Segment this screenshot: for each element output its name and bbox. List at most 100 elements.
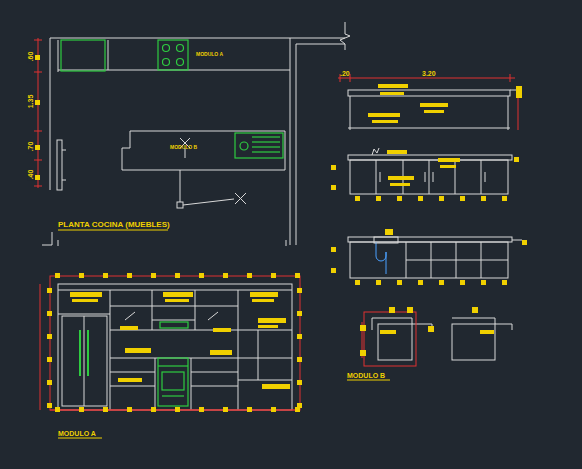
dimension-tick [47,334,52,339]
text-placeholder [480,330,494,334]
dimension-tick [55,273,60,278]
dimension-tick [199,407,204,412]
dimension-tick [376,196,381,201]
electrical-symbol [177,202,183,208]
dimension-tick [127,407,132,412]
stove-elevation [158,358,188,406]
title-underline [58,230,168,231]
text-placeholder [258,318,286,323]
dimension-line [510,74,511,82]
section-symbol [58,240,59,246]
dimension-tick [47,380,52,385]
dimension-line [34,72,42,73]
stove-elevation [162,395,184,396]
dimension-tick [199,273,204,278]
text-placeholder [70,292,102,297]
dimension-line [362,312,416,366]
module-a-elevation [238,290,239,410]
drawing-label: 3.20 [422,70,436,77]
wall [296,44,345,45]
cabinet-elevation [429,160,430,194]
dimension-tick [297,380,302,385]
wall [50,38,290,39]
fridge-elevation [62,316,107,406]
dimension-tick [295,273,300,278]
wall [296,44,297,245]
cabinet-elevation [481,160,482,194]
dimension-tick [460,280,465,285]
wall [50,38,51,190]
text-placeholder [262,384,290,389]
stove-plan [177,45,184,52]
island [122,148,285,170]
title-underline [58,230,390,438]
dimension-line [40,276,300,410]
text-placeholder [385,229,393,235]
dimension-tick [397,196,402,201]
dimension-tick [151,407,156,412]
stove-elevation [162,372,184,390]
drawing-label: MODULO B [347,372,385,379]
dimension-line [34,131,42,132]
cabinet-elevation [425,172,426,182]
drawing-label: MODULO B [170,145,197,150]
text-placeholder [368,84,522,123]
dimension-tick [35,100,40,105]
dimension-tick [376,280,381,285]
module-a-elevation [238,380,292,381]
dimension-text: 1.35 [28,93,35,109]
dimension-tick [247,273,252,278]
counter [62,180,66,181]
stove-elevation [160,322,188,328]
drawing-label: MODULO A [58,430,96,437]
dimension-text: .60 [27,50,34,62]
dimension-tick [331,247,336,252]
sink-plan [235,133,283,158]
module-a-elevation [152,290,153,330]
electrical-symbol [235,193,246,204]
text-placeholder [258,325,278,328]
module-a-elevation [191,358,192,410]
dimension-tick [481,280,486,285]
text-placeholder [438,158,460,162]
text-placeholder [387,150,460,186]
text-placeholder [163,292,193,297]
dimension-tick [297,334,302,339]
cabinet-section [512,240,522,241]
dimension-line [34,40,42,41]
counter [108,40,109,70]
dimension-tick [397,280,402,285]
section-symbol [286,240,287,246]
dimension-tick [297,311,302,316]
module-a-elevation [258,330,259,380]
dimension-line [338,78,515,79]
sink-plan [240,142,248,150]
module-a-elevation [110,290,111,410]
text-placeholder [424,110,444,113]
dimension-line [34,38,42,188]
module-a-elevation [125,312,218,320]
drawing-label: MODULO A [196,52,223,57]
cabinet-elevation [380,172,381,182]
text-placeholder [372,120,398,123]
electrical-symbol [183,199,234,205]
text-placeholder [210,350,232,355]
cabinet-elevation [348,148,512,194]
title-underline [58,438,102,439]
module-a-elevation [191,372,238,373]
shelf-elevation [348,90,520,130]
dimension-tick [418,196,423,201]
cabinet-section [348,237,522,278]
dimension-line [50,276,300,410]
text-placeholder [428,326,434,332]
text-placeholder [165,299,189,302]
stove-plan [163,45,170,52]
cabinet-section [350,242,508,278]
island [122,131,285,170]
shelf-elevation [348,90,510,96]
text-placeholder [389,307,395,313]
dimension-tick [481,196,486,201]
dimension-tick [297,357,302,362]
text-placeholder [120,326,138,330]
